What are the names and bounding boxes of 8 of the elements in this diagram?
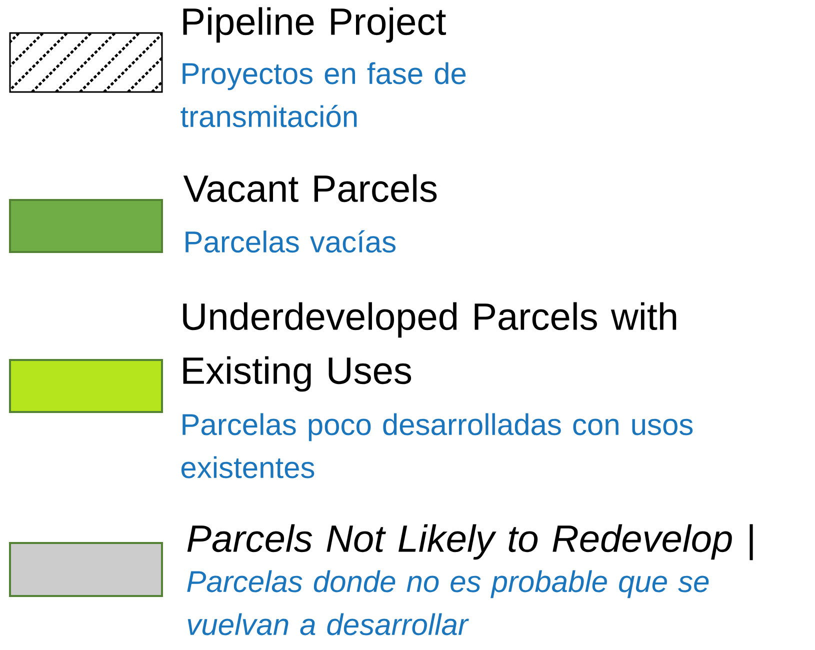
translation-label: Parcelas poco desarrolladas con usos existentes <box>181 413 693 478</box>
legend-label: Parcels Not Likely to Redevelop | <box>187 524 753 560</box>
translation-label: Parcelas vacías <box>186 230 396 253</box>
legend-label: Vacant Parcels <box>183 174 437 202</box>
legend-label: Pipeline Project <box>183 7 446 43</box>
translation-label: Proyectos en fase de transmitación <box>180 62 466 128</box>
translation-label: Parcelas donde no es probable que se vuelvan a desarrollar <box>187 570 709 636</box>
legend-label: Underdeveloped Parcels with Existing Uses <box>183 302 676 392</box>
